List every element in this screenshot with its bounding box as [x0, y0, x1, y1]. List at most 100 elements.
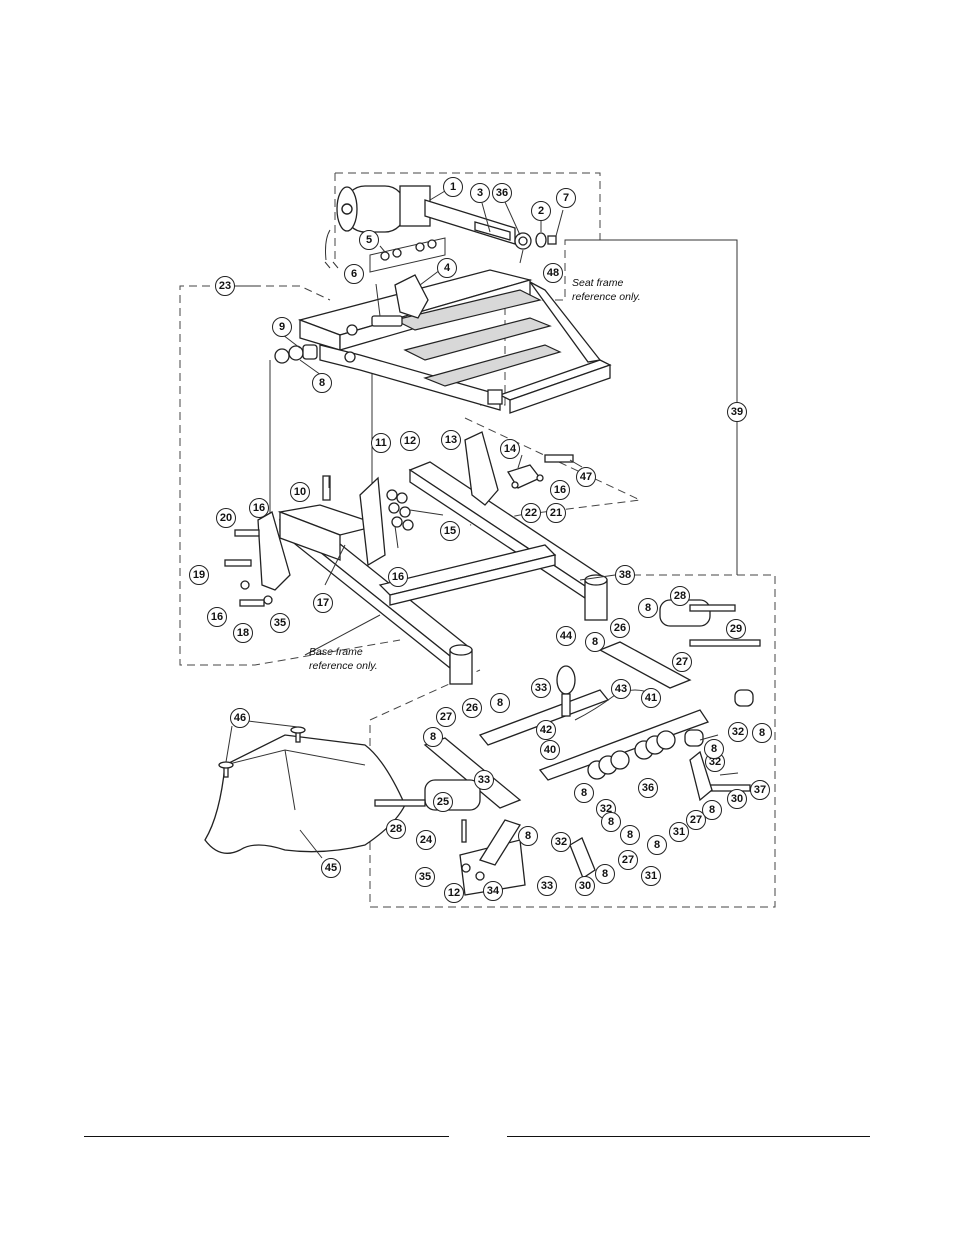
svg-text:8: 8 [711, 743, 717, 755]
callout-7: 7 [557, 189, 576, 208]
svg-text:27: 27 [440, 711, 452, 723]
callout-12: 12 [401, 432, 420, 451]
svg-text:27: 27 [690, 814, 702, 826]
callout-40: 40 [541, 741, 560, 760]
callout-41: 41 [642, 689, 661, 708]
callout-14: 14 [501, 440, 520, 459]
svg-text:8: 8 [627, 829, 633, 841]
callout-8: 8 [621, 826, 640, 845]
svg-text:27: 27 [622, 854, 634, 866]
svg-text:23: 23 [219, 280, 231, 292]
svg-text:34: 34 [487, 885, 500, 897]
callout-17: 17 [314, 594, 333, 613]
svg-text:27: 27 [676, 656, 688, 668]
callout-8: 8 [703, 801, 722, 820]
svg-text:28: 28 [674, 590, 686, 602]
callout-16: 16 [551, 481, 570, 500]
svg-text:33: 33 [541, 880, 553, 892]
svg-text:8: 8 [581, 787, 587, 799]
svg-text:20: 20 [220, 512, 232, 524]
cable-stud-43 [562, 694, 570, 716]
svg-text:48: 48 [547, 267, 559, 279]
bolt-18 [240, 600, 264, 606]
svg-text:9: 9 [279, 321, 285, 333]
washer [393, 249, 401, 257]
callout-12: 12 [445, 884, 464, 903]
svg-text:47: 47 [580, 471, 592, 483]
base-frame-note-line2: reference only. [309, 660, 378, 672]
svg-text:8: 8 [525, 830, 531, 842]
callout-3: 3 [471, 184, 490, 203]
svg-text:13: 13 [445, 434, 457, 446]
base-frame-caster-tube [585, 580, 607, 620]
callout-11: 11 [372, 434, 391, 453]
nut-21 [537, 475, 543, 481]
callout-37: 37 [751, 781, 770, 800]
washer [289, 346, 303, 360]
seat-frame-bolt-hole [345, 352, 355, 362]
callout-38: 38 [616, 566, 635, 585]
hardware-kit-5 [370, 238, 445, 272]
callout-26: 26 [611, 619, 630, 638]
svg-text:3: 3 [477, 187, 483, 199]
seat-frame-note-line2: reference only. [572, 291, 641, 303]
svg-text:42: 42 [540, 724, 552, 736]
svg-text:31: 31 [673, 826, 685, 838]
footer-rule-right [507, 1136, 870, 1137]
svg-text:8: 8 [319, 377, 325, 389]
callout-22: 22 [522, 504, 541, 523]
callout-48: 48 [544, 264, 563, 283]
spacer-32 [735, 690, 753, 706]
callout-28: 28 [387, 820, 406, 839]
callout-36: 36 [639, 779, 658, 798]
actuator-cable [326, 230, 331, 260]
svg-text:25: 25 [437, 796, 449, 808]
callout-16: 16 [250, 499, 269, 518]
svg-text:35: 35 [419, 871, 431, 883]
callout-30: 30 [728, 790, 747, 809]
callout-28: 28 [671, 587, 690, 606]
svg-text:26: 26 [466, 702, 478, 714]
nut [392, 517, 402, 527]
roller [657, 731, 675, 749]
bolt-19 [225, 560, 251, 566]
callout-8: 8 [424, 728, 443, 747]
svg-text:12: 12 [404, 435, 416, 447]
knob-head [219, 762, 233, 768]
washer-stack [275, 345, 317, 363]
callout-39: 39 [728, 403, 747, 422]
svg-text:28: 28 [390, 823, 402, 835]
mount-plate-11 [360, 478, 385, 565]
callout-35: 35 [271, 614, 290, 633]
callout-31: 31 [670, 823, 689, 842]
callout-24: 24 [417, 831, 436, 850]
callout-21: 21 [547, 504, 566, 523]
svg-text:8: 8 [592, 636, 598, 648]
svg-text:32: 32 [732, 726, 744, 738]
callout-18: 18 [234, 624, 253, 643]
nut [403, 520, 413, 530]
svg-text:19: 19 [193, 569, 205, 581]
callout-8: 8 [491, 694, 510, 713]
svg-text:44: 44 [560, 630, 573, 642]
roller [611, 751, 629, 769]
spacer [303, 345, 317, 359]
callout-31: 31 [642, 867, 661, 886]
callout-45: 45 [322, 859, 341, 878]
callout-30: 30 [576, 877, 595, 896]
callout-2: 2 [532, 202, 551, 221]
callout-8: 8 [639, 599, 658, 618]
svg-text:41: 41 [645, 692, 657, 704]
svg-text:36: 36 [496, 187, 508, 199]
washer [416, 243, 424, 251]
spacer-32 [685, 730, 703, 746]
svg-text:21: 21 [550, 507, 562, 519]
callout-47: 47 [577, 468, 596, 487]
svg-text:26: 26 [614, 622, 626, 634]
svg-text:8: 8 [759, 727, 765, 739]
svg-text:8: 8 [608, 816, 614, 828]
nut [389, 503, 399, 513]
svg-text:18: 18 [237, 627, 249, 639]
callout-9: 9 [273, 318, 292, 337]
